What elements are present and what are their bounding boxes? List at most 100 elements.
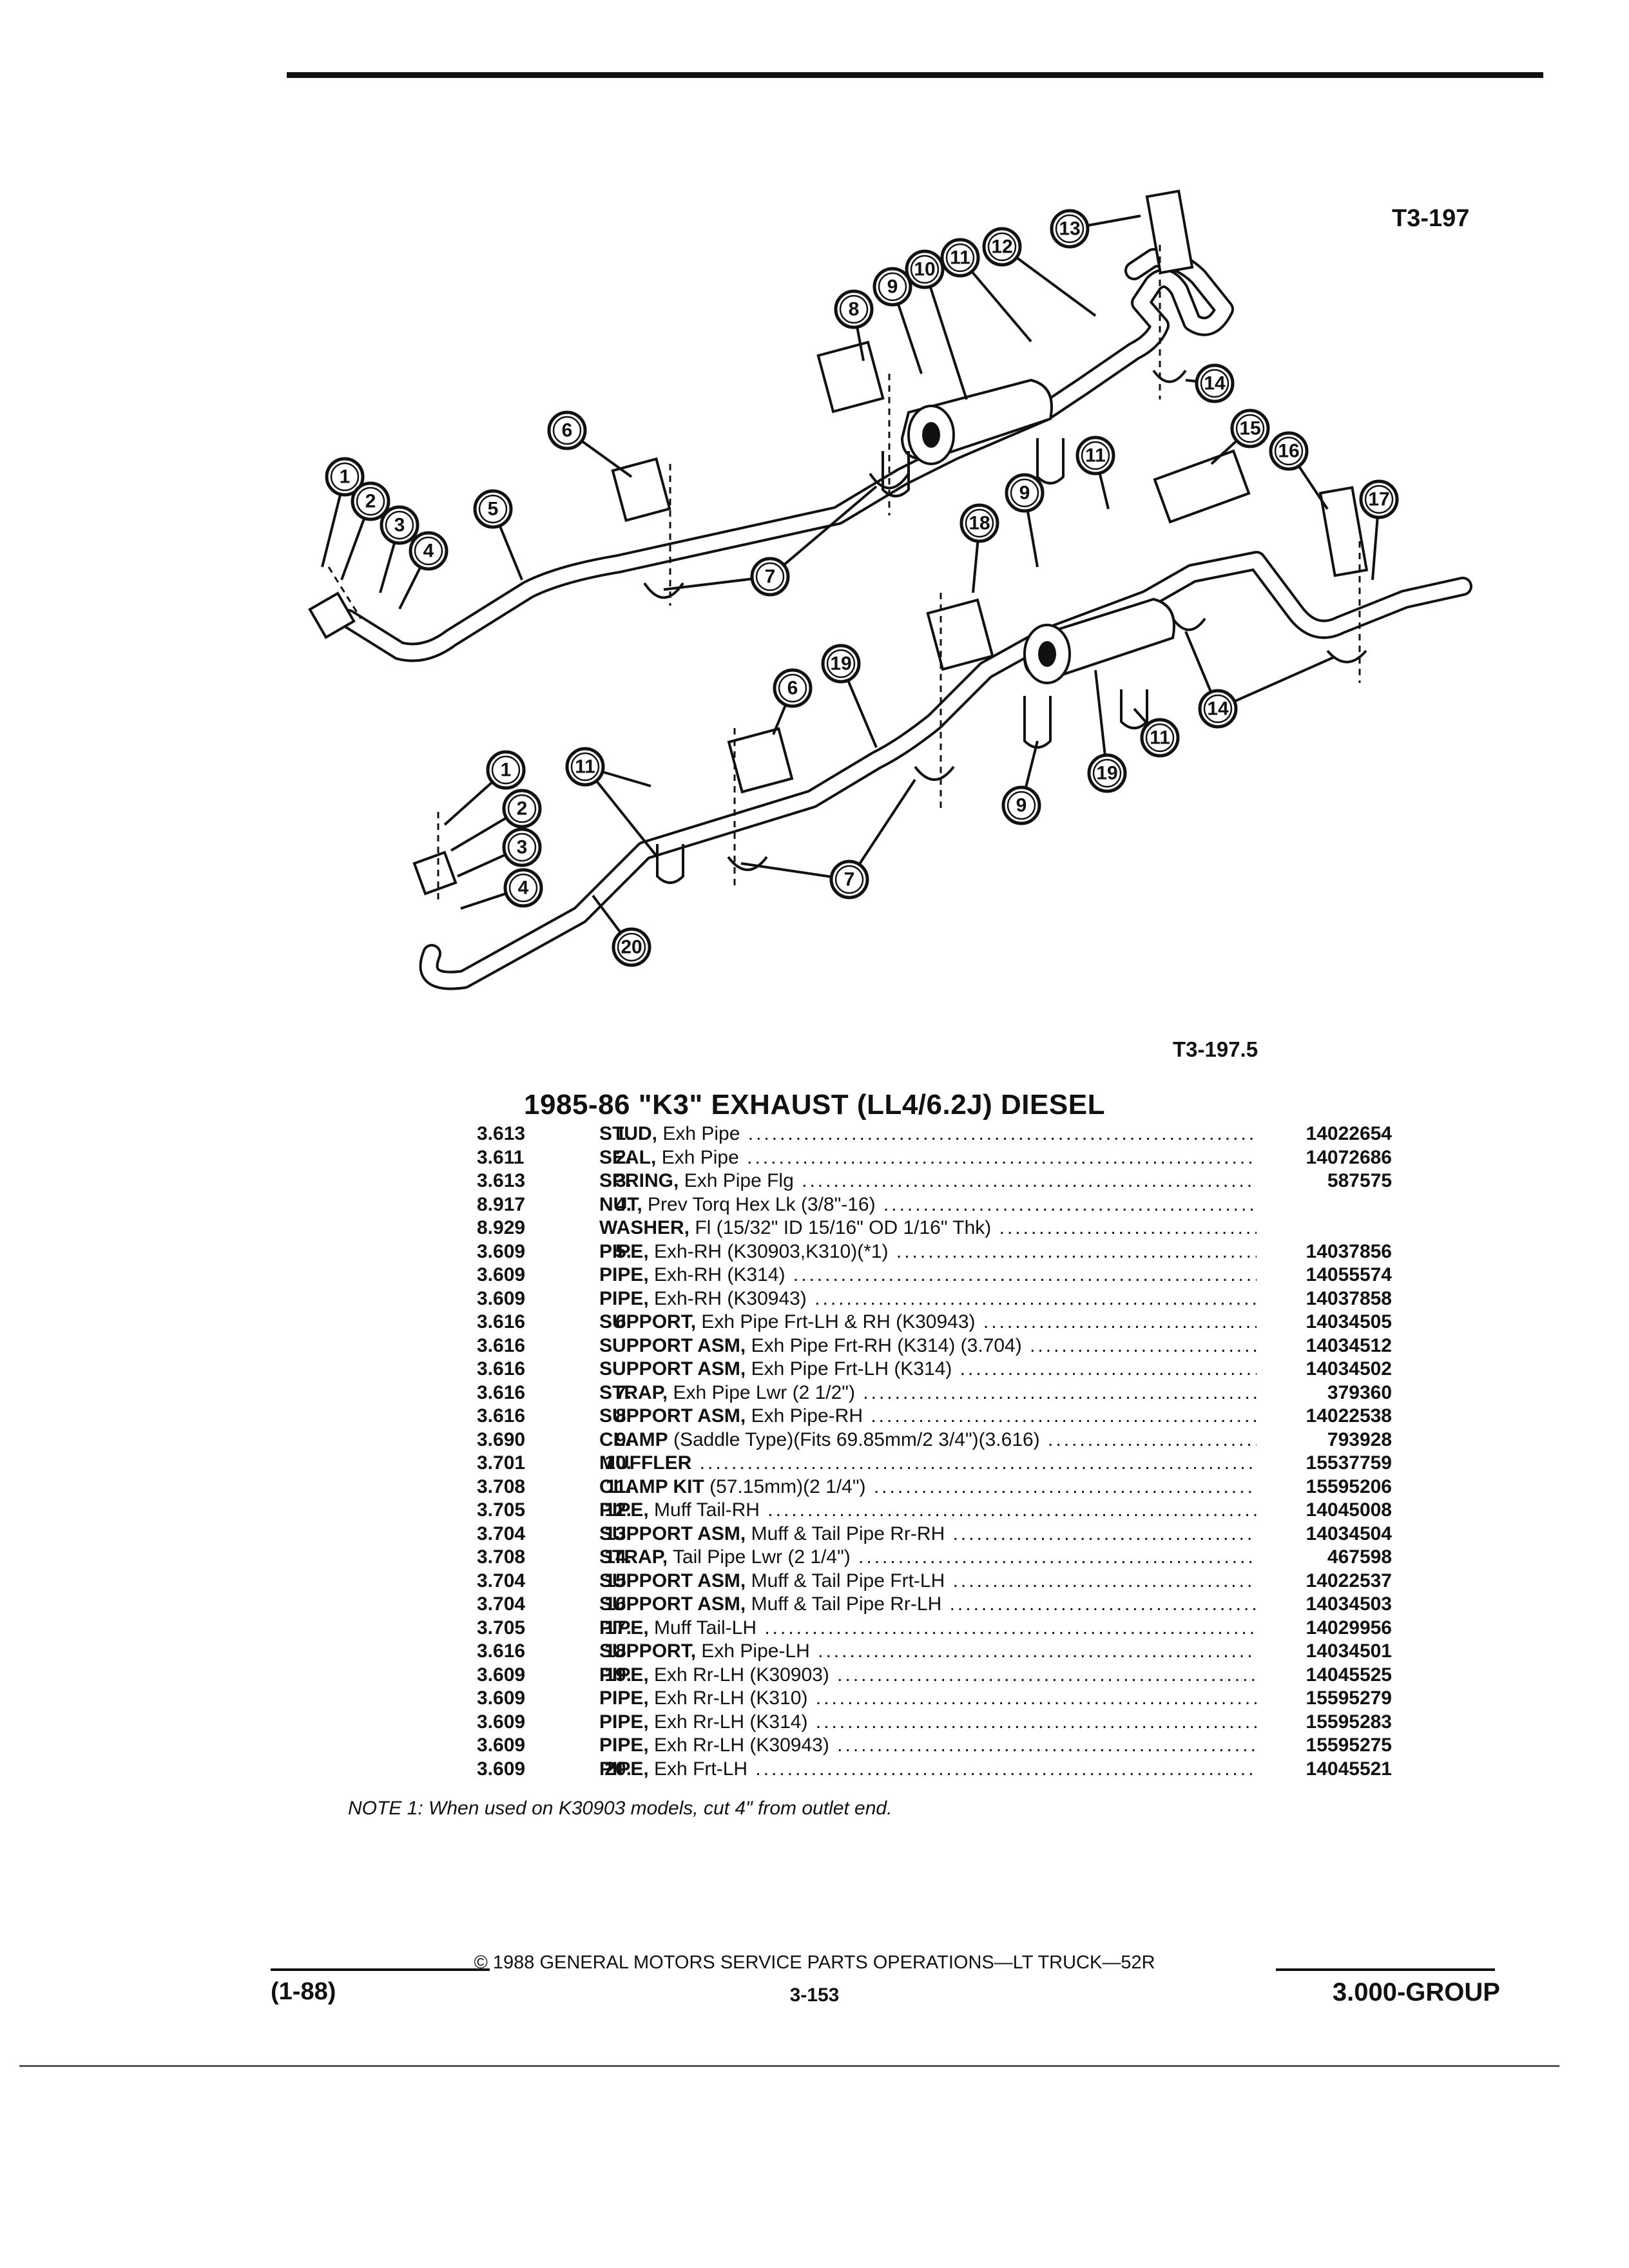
part-detail: Exh Rr-LH (K30903)	[648, 1664, 829, 1686]
page-title: 1985-86 "K3" EXHAUST (LL4/6.2J) DIESEL	[524, 1089, 1105, 1120]
group-number: 3.609	[477, 1240, 526, 1262]
part-description: STRAP, Exh Pipe Lwr (2 1/2") ...........…	[599, 1381, 1257, 1405]
callout-13: 13	[1050, 209, 1090, 249]
callout-number: 3	[394, 515, 405, 536]
part-detail: Muff & Tail Pipe Frt-LH	[746, 1570, 945, 1591]
group-number: 3.613	[477, 1170, 526, 1191]
part-detail: Exh Rr-LH (K314)	[648, 1711, 808, 1733]
callout-11: 11	[1075, 436, 1115, 476]
callout-4: 4	[503, 868, 543, 908]
group-number: 3.616	[477, 1405, 526, 1427]
part-number: 14037858	[1306, 1287, 1392, 1309]
part-description: MUFFLER ................................…	[599, 1452, 1257, 1475]
part-name: SUPPORT ASM,	[599, 1405, 746, 1427]
part-description: SUPPORT ASM, Exh Pipe Frt-RH (K314) (3.7…	[599, 1334, 1257, 1358]
callout-number: 11	[1085, 445, 1106, 466]
leader-dots: ........................................…	[815, 1711, 1257, 1733]
group-number: 3.609	[477, 1287, 526, 1309]
callout-number: 10	[914, 259, 935, 280]
callout-16: 16	[1269, 431, 1309, 471]
part-number: 14034502	[1306, 1358, 1392, 1379]
item-number: 14.	[604, 1546, 631, 1568]
group-number: 3.616	[477, 1640, 526, 1662]
part-detail: Exh Frt-LH	[648, 1758, 748, 1780]
item-number: 7.	[615, 1381, 631, 1403]
part-name: SUPPORT ASM,	[599, 1334, 746, 1356]
leader-dots: ........................................…	[896, 1240, 1257, 1262]
figure-label-top: T3-197	[1392, 205, 1470, 232]
part-name: PIPE,	[599, 1617, 649, 1639]
leader-dots: ........................................…	[999, 1217, 1257, 1238]
part-detail: Exh-RH (K30903,K310)(*1)	[648, 1240, 889, 1262]
part-description: PIPE, Exh-RH (K314) ....................…	[599, 1264, 1257, 1287]
group-number: 3.611	[477, 1146, 525, 1168]
part-number: 14034505	[1306, 1311, 1392, 1332]
leader-dots: ........................................…	[793, 1264, 1257, 1285]
footer-rule-left	[271, 1968, 490, 1971]
leader-dots: ........................................…	[818, 1640, 1257, 1662]
group-number: 3.704	[477, 1593, 526, 1615]
callout-6: 6	[773, 668, 813, 708]
part-name: NUT,	[599, 1193, 642, 1215]
part-description: SEAL, Exh Pipe .........................…	[599, 1146, 1257, 1170]
item-number: 2.	[615, 1146, 631, 1168]
part-name: PIPE,	[599, 1264, 649, 1285]
part-number: 379360	[1327, 1381, 1392, 1403]
callout-number: 16	[1278, 441, 1299, 462]
part-detail: Exh Pipe-RH	[746, 1405, 863, 1427]
callout-11: 11	[1140, 718, 1180, 758]
item-number: 15.	[604, 1570, 631, 1591]
parts-row: 7. 3.616 STRAP, Exh Pipe Lwr (2 1/2") ....…	[348, 1381, 1392, 1405]
part-detail: Muff Tail-RH	[648, 1499, 760, 1521]
part-name: PIPE,	[599, 1735, 649, 1756]
item-number: 16.	[604, 1593, 631, 1615]
callout-1: 1	[486, 750, 526, 790]
callout-number: 13	[1059, 218, 1080, 240]
parts-row: 2. 3.611 SEAL, Exh Pipe ..................…	[348, 1146, 1392, 1170]
leader-dots: ........................................…	[863, 1381, 1257, 1403]
part-number: 15595283	[1306, 1711, 1392, 1733]
callout-number: 9	[1016, 795, 1027, 816]
part-number: 15595275	[1306, 1735, 1392, 1756]
part-description: PIPE, Exh Frt-LH .......................…	[599, 1758, 1257, 1782]
part-number: 14022654	[1306, 1123, 1392, 1144]
leader-dots: ........................................…	[858, 1546, 1257, 1568]
part-name: STRAP,	[599, 1546, 668, 1568]
part-detail: Exh Pipe Frt-LH & RH (K30943)	[696, 1311, 976, 1332]
part-name: PIPE,	[599, 1499, 649, 1521]
group-number: 3.701	[477, 1452, 526, 1474]
part-number: 14022538	[1306, 1405, 1392, 1427]
callout-9: 9	[872, 267, 912, 307]
item-number: 6.	[615, 1311, 631, 1332]
part-detail: Exh Rr-LH (K30943)	[648, 1735, 829, 1756]
group-number: 3.616	[477, 1358, 526, 1379]
group-number: 3.690	[477, 1428, 526, 1450]
part-description: PIPE, Exh Rr-LH (K30943) ...............…	[599, 1734, 1257, 1758]
callout-3: 3	[502, 827, 542, 867]
part-number: 14055574	[1306, 1264, 1392, 1285]
part-name: PIPE,	[599, 1711, 649, 1733]
part-number: 15537759	[1306, 1452, 1392, 1474]
footnote: NOTE 1: When used on K30903 models, cut …	[348, 1798, 892, 1819]
callout-11: 11	[940, 238, 980, 278]
part-description: STRAP, Tail Pipe Lwr (2 1/4") ..........…	[599, 1546, 1257, 1570]
part-name: CLAMP KIT	[599, 1475, 704, 1497]
callout-19: 19	[1087, 753, 1127, 793]
callout-2: 2	[351, 481, 390, 521]
callout-14: 14	[1198, 689, 1238, 729]
part-number: 14045525	[1306, 1664, 1392, 1686]
group-number: 8.917	[477, 1193, 526, 1215]
group-number: 3.616	[477, 1381, 526, 1403]
lh-muffler	[1023, 597, 1175, 684]
group-number: 3.609	[477, 1758, 526, 1780]
callout-20: 20	[612, 927, 651, 967]
